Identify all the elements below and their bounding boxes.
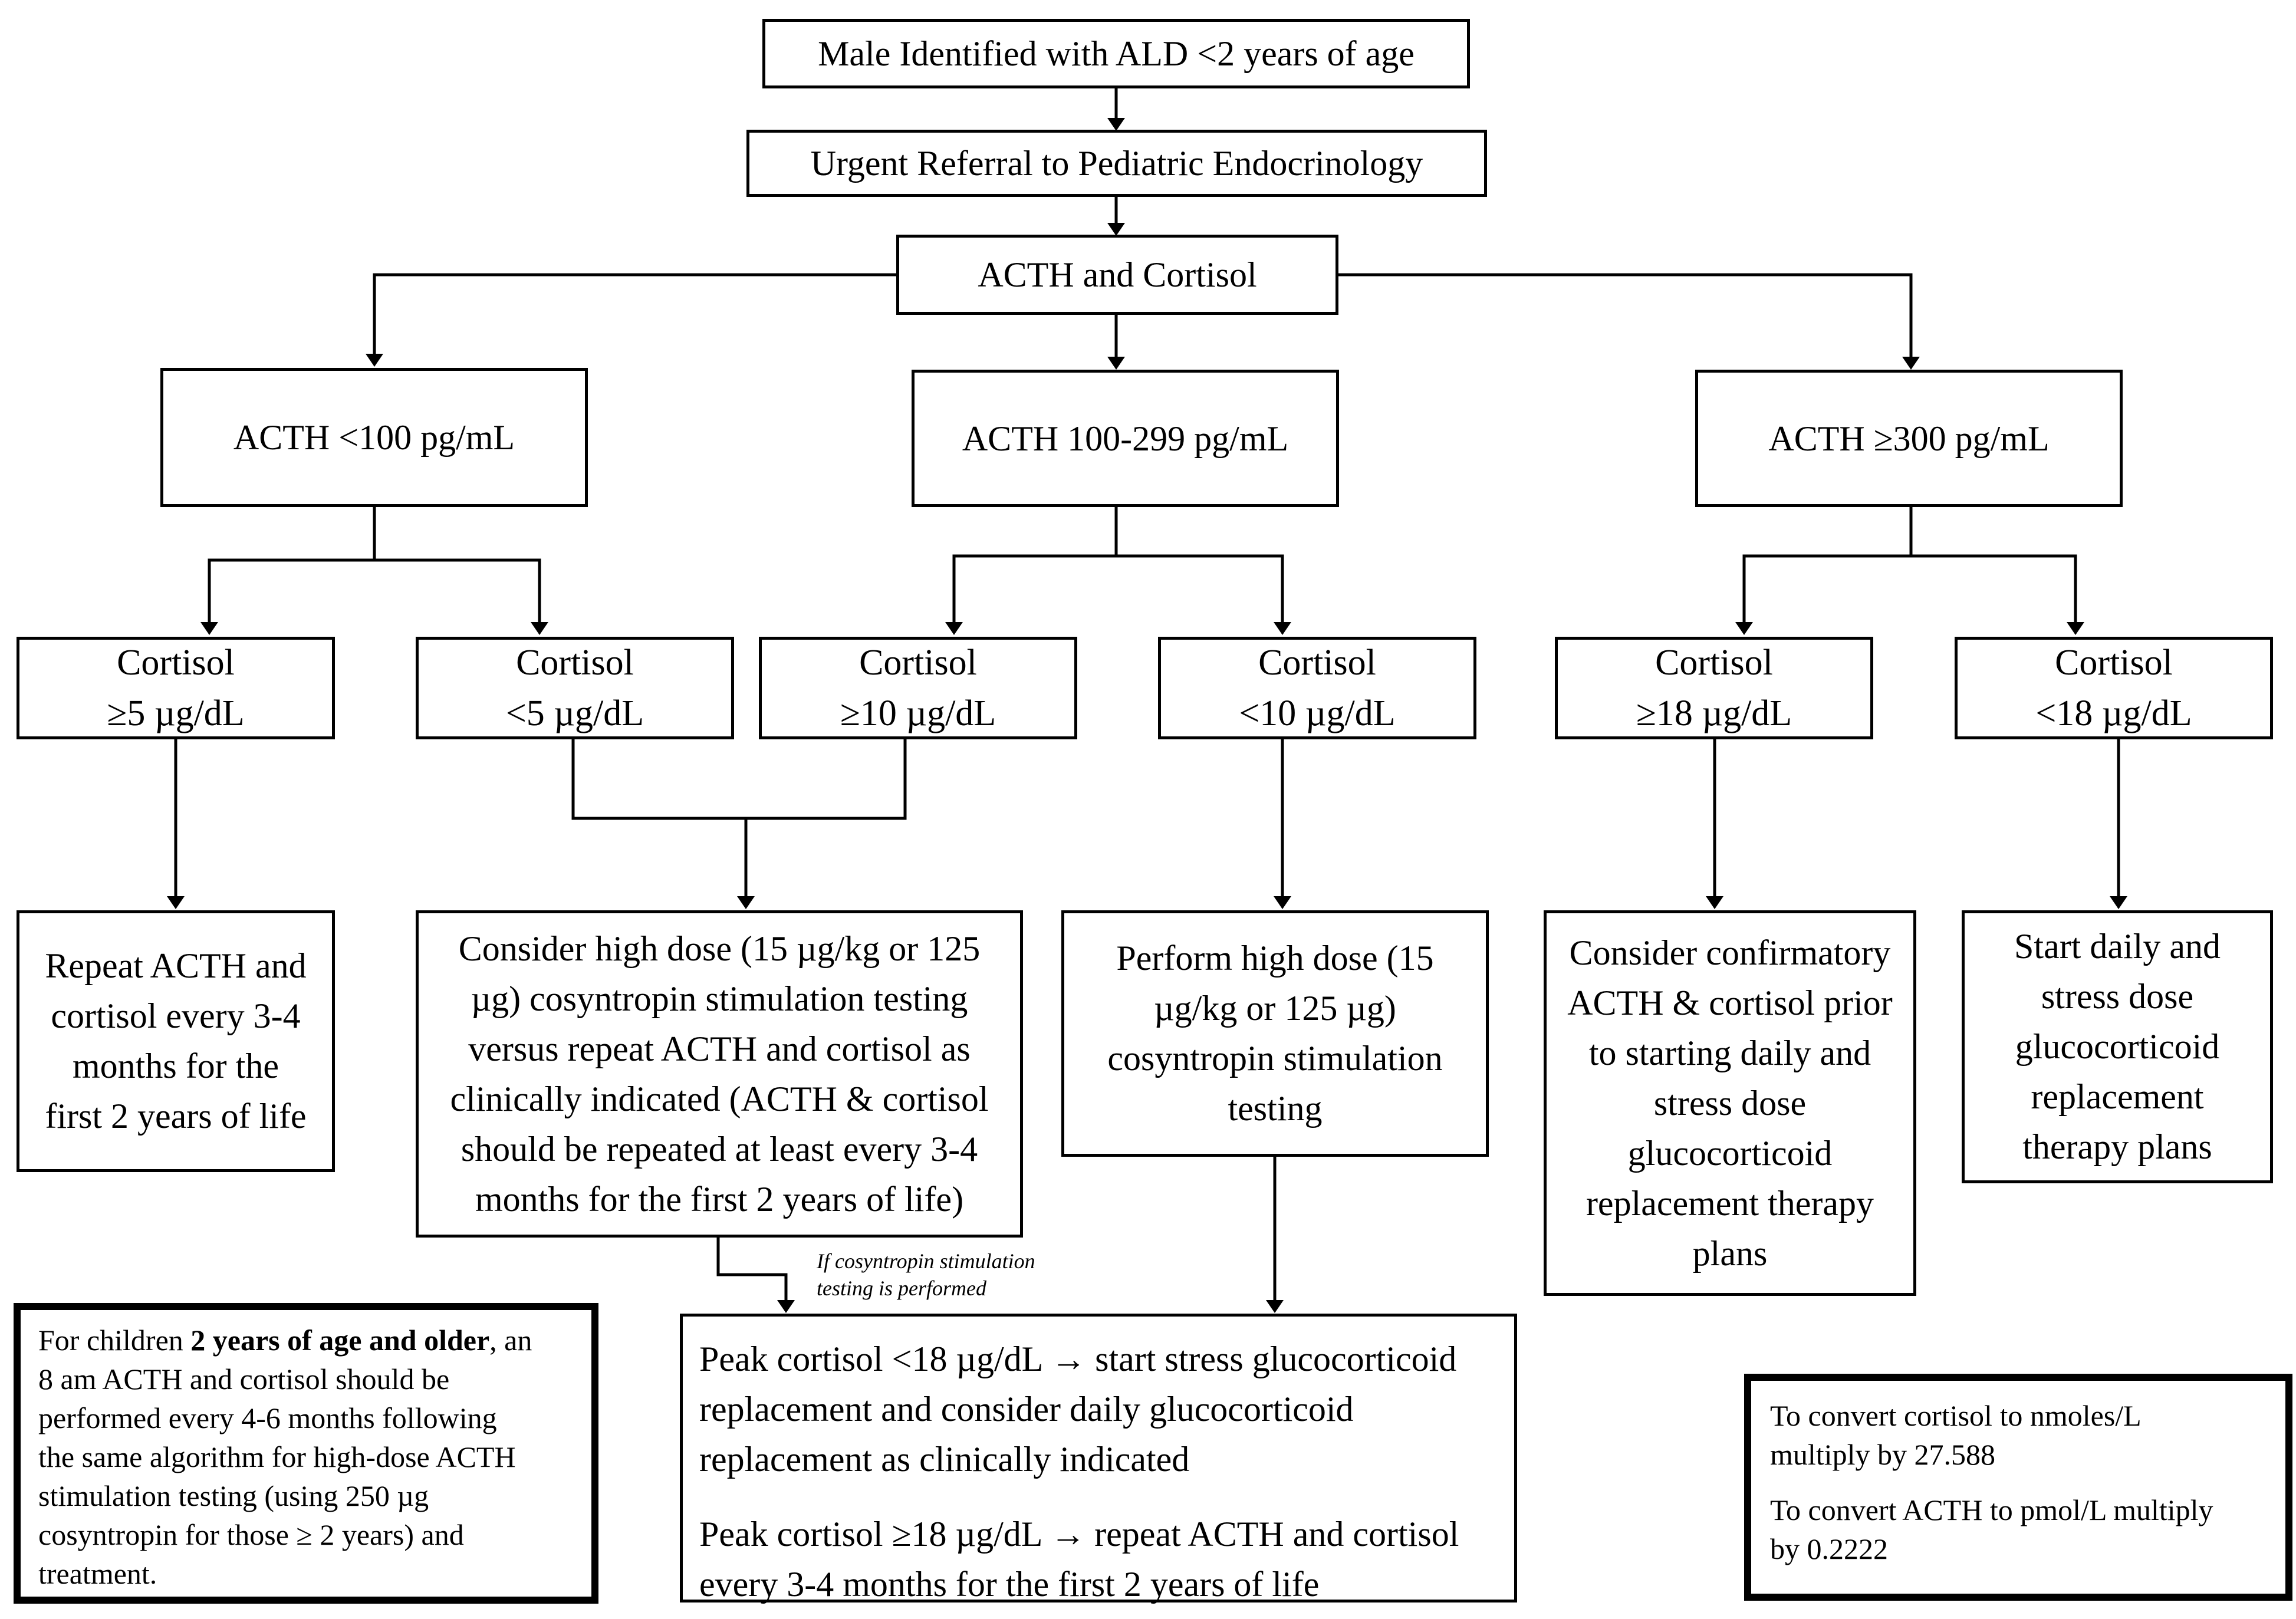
- node-cortisol-lt5: Cortisol <5 µg/dL: [416, 637, 734, 739]
- arrow-consider-peak: [716, 1237, 788, 1303]
- node-start-daily: Start daily and stress dose glucocortico…: [1962, 910, 2273, 1183]
- confirm-line5: glucocorticoid: [1627, 1133, 1833, 1173]
- node-start-label: Male Identified with ALD <2 years of age: [818, 34, 1415, 73]
- note-left-line7: treatment.: [38, 1557, 157, 1590]
- peak-lt18-line1: Peak cortisol <18 µg/dL → start stress g…: [699, 1340, 1457, 1378]
- cortisol-ge18-line1: Cortisol: [1655, 643, 1773, 683]
- consider-line6: months for the first 2 years of life): [475, 1179, 964, 1219]
- note-left-line4: the same algorithm for high-dose ACTH: [38, 1440, 516, 1473]
- perform-line3: cosyntropin stimulation: [1107, 1039, 1443, 1078]
- arrow-acth-lt100: [373, 273, 896, 360]
- confirm-line1: Consider confirmatory: [1569, 933, 1891, 972]
- node-acth-ge300-label: ACTH ≥300 pg/mL: [1768, 419, 2050, 458]
- split-acth-ge300: [1742, 506, 1913, 625]
- start-daily-line5: therapy plans: [2022, 1127, 2212, 1166]
- note-left-line5: stimulation testing (using 250 µg: [38, 1479, 429, 1512]
- cortisol-lt10-line1: Cortisol: [1258, 643, 1376, 683]
- note-right-p2: To convert ACTH to pmol/L multiply by 0.…: [1770, 1490, 2267, 1568]
- consider-line5: should be repeated at least every 3-4: [460, 1129, 978, 1169]
- node-cortisol-ge5: Cortisol ≥5 µg/dL: [17, 637, 335, 739]
- consider-line2: µg) cosyntropin stimulation testing: [471, 979, 968, 1018]
- peak-lt18-line3: replacement as clinically indicated: [699, 1440, 1190, 1479]
- peak-ge18-paragraph: Peak cortisol ≥18 µg/dL → repeat ACTH an…: [699, 1509, 1459, 1610]
- consider-line3: versus repeat ACTH and cortisol as: [468, 1029, 971, 1068]
- confirm-line6: replacement therapy: [1586, 1183, 1874, 1223]
- node-acth-cortisol: ACTH and Cortisol: [896, 235, 1338, 315]
- edge-label-if-performed: If cosyntropin stimulation testing is pe…: [817, 1248, 1035, 1302]
- consider-line1: Consider high dose (15 µg/kg or 125: [458, 929, 981, 968]
- note-left-line2: 8 am ACTH and cortisol should be: [38, 1363, 450, 1396]
- node-referral-label: Urgent Referral to Pediatric Endocrinolo…: [810, 144, 1423, 183]
- node-repeat: Repeat ACTH and cortisol every 3-4 month…: [17, 910, 335, 1172]
- node-referral: Urgent Referral to Pediatric Endocrinolo…: [746, 130, 1487, 197]
- consider-line4: clinically indicated (ACTH & cortisol: [450, 1079, 989, 1118]
- note-right-p1: To convert cortisol to nmoles/L multiply…: [1770, 1396, 2267, 1474]
- peak-ge18-line2: every 3-4 months for the first 2 years o…: [699, 1565, 1320, 1604]
- note-left-bold: 2 years of age and older: [190, 1324, 490, 1357]
- cortisol-ge5-line1: Cortisol: [117, 643, 235, 683]
- peak-ge18-line1: Peak cortisol ≥18 µg/dL → repeat ACTH an…: [699, 1515, 1459, 1554]
- node-cortisol-ge10: Cortisol ≥10 µg/dL: [759, 637, 1077, 739]
- confirm-line3: to starting daily and: [1588, 1033, 1871, 1072]
- node-acth-lt100-label: ACTH <100 pg/mL: [233, 418, 515, 457]
- repeat-line4: first 2 years of life: [45, 1097, 307, 1136]
- note-left-line1: For children 2 years of age and older, a…: [38, 1321, 574, 1360]
- repeat-line2: cortisol every 3-4: [51, 996, 301, 1035]
- cortisol-lt5-line2: <5 µg/dL: [505, 693, 644, 733]
- note-older-children: For children 2 years of age and older, a…: [14, 1303, 598, 1604]
- cortisol-lt18-line1: Cortisol: [2055, 643, 2173, 683]
- node-consider-high-dose: Consider high dose (15 µg/kg or 125 µg) …: [416, 910, 1023, 1238]
- node-acth-ge300: ACTH ≥300 pg/mL: [1695, 370, 2123, 507]
- start-daily-line1: Start daily and: [2014, 927, 2221, 966]
- edge-label-line2: testing is performed: [817, 1276, 986, 1300]
- repeat-line3: months for the: [73, 1047, 279, 1085]
- repeat-line1: Repeat ACTH and: [45, 946, 307, 985]
- perform-line2: µg/kg or 125 µg): [1154, 989, 1396, 1028]
- perform-line4: testing: [1228, 1089, 1323, 1128]
- note-unit-conversion: To convert cortisol to nmoles/L multiply…: [1744, 1374, 2292, 1601]
- confirm-line7: plans: [1692, 1233, 1768, 1273]
- cortisol-lt10-line2: <10 µg/dL: [1239, 693, 1396, 733]
- confirm-line4: stress dose: [1653, 1083, 1807, 1123]
- note-left-line6: cosyntropin for those ≥ 2 years) and: [38, 1518, 464, 1551]
- node-cortisol-lt18: Cortisol <18 µg/dL: [1955, 637, 2273, 739]
- node-start: Male Identified with ALD <2 years of age: [762, 19, 1470, 88]
- merge-lt5-ge10: [571, 738, 907, 820]
- cortisol-ge10-line1: Cortisol: [859, 643, 977, 683]
- arrow-acth-ge300: [1336, 273, 1913, 360]
- node-acth-cortisol-label: ACTH and Cortisol: [978, 255, 1257, 294]
- node-perform-high-dose: Perform high dose (15 µg/kg or 125 µg) c…: [1061, 910, 1489, 1157]
- peak-lt18-paragraph: Peak cortisol <18 µg/dL → start stress g…: [699, 1334, 1459, 1485]
- node-acth-100-299: ACTH 100-299 pg/mL: [912, 370, 1339, 507]
- perform-line1: Perform high dose (15: [1116, 939, 1434, 978]
- note-left-line3: performed every 4-6 months following: [38, 1401, 497, 1434]
- node-cortisol-lt10: Cortisol <10 µg/dL: [1158, 637, 1476, 739]
- note-left-pre: For children: [38, 1324, 191, 1357]
- note-left-post: , an: [489, 1324, 532, 1357]
- note-right-p2-line2: by 0.2222: [1770, 1532, 1888, 1565]
- split-acth-100-299: [952, 506, 1118, 625]
- note-right-p1-line2: multiply by 27.588: [1770, 1438, 1995, 1471]
- node-acth-lt100: ACTH <100 pg/mL: [160, 368, 588, 507]
- node-acth-100-299-label: ACTH 100-299 pg/mL: [962, 419, 1289, 458]
- cortisol-ge10-line2: ≥10 µg/dL: [840, 693, 996, 733]
- start-daily-line4: replacement: [2031, 1077, 2204, 1116]
- cortisol-lt18-line2: <18 µg/dL: [2035, 693, 2192, 733]
- cortisol-ge18-line2: ≥18 µg/dL: [1636, 693, 1792, 733]
- cortisol-lt5-line1: Cortisol: [516, 643, 634, 683]
- note-right-p2-line1: To convert ACTH to pmol/L multiply: [1770, 1493, 2213, 1526]
- confirm-line2: ACTH & cortisol prior: [1567, 983, 1893, 1022]
- peak-lt18-line2: replacement and consider daily glucocort…: [699, 1390, 1354, 1429]
- node-cortisol-ge18: Cortisol ≥18 µg/dL: [1555, 637, 1873, 739]
- start-daily-line3: glucocorticoid: [2015, 1027, 2220, 1066]
- note-right-p1-line1: To convert cortisol to nmoles/L: [1770, 1399, 2142, 1432]
- node-peak-cortisol: Peak cortisol <18 µg/dL → start stress g…: [680, 1314, 1517, 1604]
- start-daily-line2: stress dose: [2041, 977, 2194, 1016]
- split-acth-lt100: [208, 506, 376, 625]
- cortisol-ge5-line2: ≥5 µg/dL: [107, 693, 245, 733]
- node-consider-confirmatory: Consider confirmatory ACTH & cortisol pr…: [1544, 910, 1916, 1296]
- edge-label-line1: If cosyntropin stimulation: [817, 1249, 1035, 1273]
